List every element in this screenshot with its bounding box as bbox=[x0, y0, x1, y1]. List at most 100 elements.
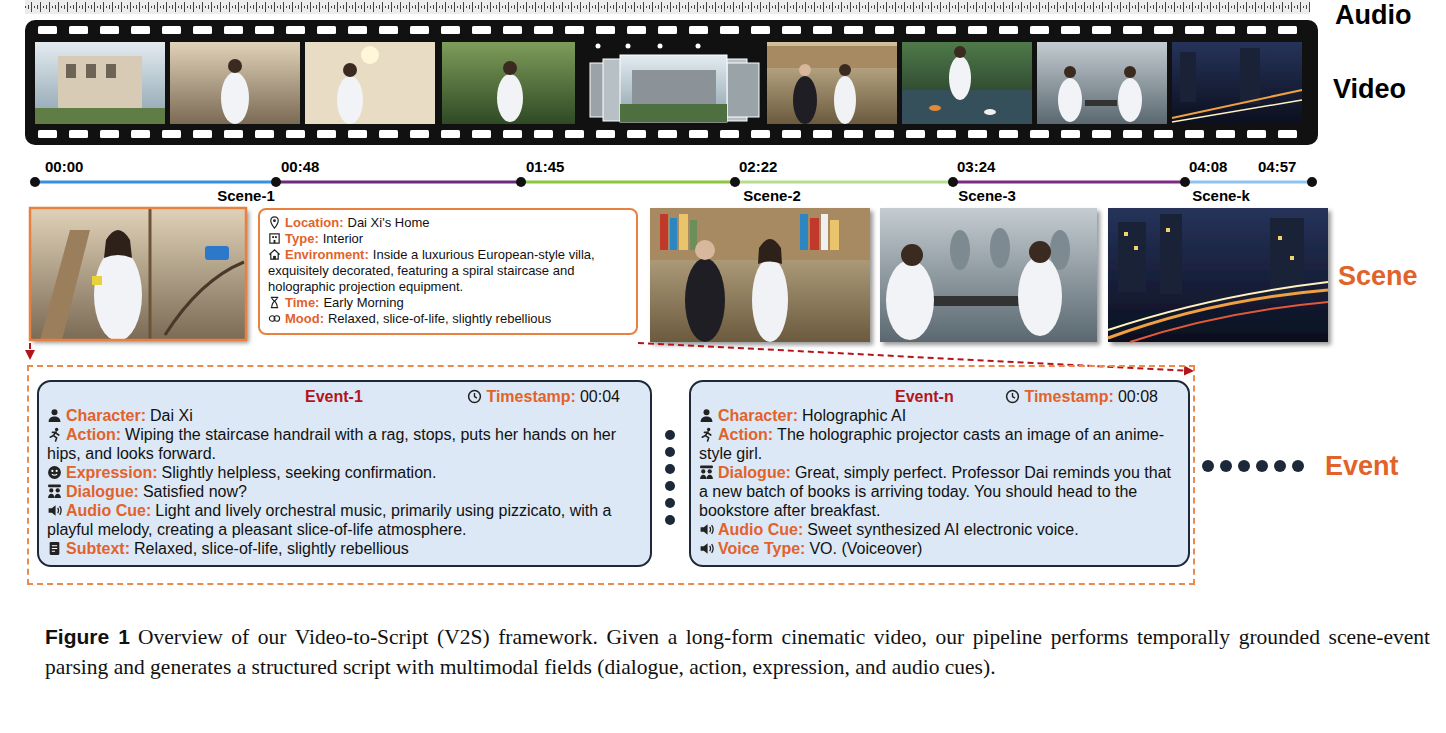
drawing-circle bbox=[665, 447, 675, 457]
drawing-rect bbox=[620, 104, 727, 122]
drawing-rect bbox=[620, 55, 727, 122]
drawing-circle bbox=[901, 244, 923, 266]
drawing-circle bbox=[516, 177, 526, 187]
icon-shape bbox=[49, 488, 53, 492]
text-label: 02:22 bbox=[739, 158, 777, 175]
drawing-circle bbox=[1064, 66, 1076, 78]
drawing-rect bbox=[1085, 100, 1117, 106]
icon-shape bbox=[50, 542, 60, 555]
drawing-rect bbox=[1278, 236, 1282, 240]
drawing-rect bbox=[86, 64, 96, 78]
drawing-ellipse bbox=[929, 105, 941, 111]
drawing-circle bbox=[665, 481, 675, 491]
drawing-rect bbox=[1270, 218, 1304, 294]
drawing-ellipse bbox=[1018, 256, 1062, 336]
drawing-rect bbox=[170, 42, 300, 124]
drawing-circle bbox=[665, 430, 675, 440]
drawing-rect bbox=[1108, 208, 1328, 342]
drawing-circle bbox=[1029, 241, 1051, 263]
field-icon bbox=[699, 408, 714, 423]
icon-shape bbox=[274, 240, 276, 243]
drawing-ellipse bbox=[1118, 78, 1142, 122]
drawing-ellipse bbox=[685, 258, 725, 342]
drawing-line bbox=[276, 181, 521, 184]
field-icon bbox=[268, 312, 281, 325]
icon-shape bbox=[1013, 393, 1015, 398]
field-value: Dai Xi's Home bbox=[348, 215, 430, 230]
drawing-circle bbox=[1180, 177, 1190, 187]
field-row: Action:The holographic projector casts a… bbox=[699, 425, 1178, 463]
drawing-rect bbox=[1290, 256, 1294, 260]
drawing-circle bbox=[954, 46, 966, 58]
drawing-ellipse bbox=[752, 258, 788, 342]
field-row: Audio Cue:Light and lively orchestral mu… bbox=[47, 501, 640, 539]
text-label: Audio bbox=[1335, 0, 1411, 31]
drawing-rect bbox=[880, 208, 1097, 342]
drawing-rect bbox=[930, 296, 1020, 306]
field-key: Action: bbox=[718, 426, 773, 443]
drawing-circle bbox=[1238, 460, 1250, 472]
pointer-arrow bbox=[29, 343, 31, 358]
drawing-rect bbox=[821, 214, 828, 250]
drawing-ellipse bbox=[984, 109, 996, 115]
drawing-circle bbox=[665, 498, 675, 508]
field-key: Audio Cue: bbox=[718, 521, 803, 538]
drawing-rect bbox=[767, 42, 897, 124]
icon-shape bbox=[707, 428, 710, 431]
drawing-circle bbox=[503, 61, 517, 75]
film-frames bbox=[35, 42, 1302, 124]
drawing-rect bbox=[1124, 232, 1128, 236]
field-icon bbox=[268, 296, 281, 309]
field-row: Mood:Relaxed, slice-of-life, slightly re… bbox=[268, 311, 628, 327]
drawing-rect bbox=[92, 276, 102, 285]
drawing-path bbox=[149, 208, 152, 340]
drawing-rect bbox=[1166, 228, 1170, 232]
drawing-ellipse bbox=[834, 76, 856, 124]
field-key: Expression: bbox=[66, 464, 158, 481]
drawing-rect bbox=[1134, 246, 1138, 250]
drawing-circle bbox=[30, 177, 40, 187]
drawing-rect bbox=[830, 220, 839, 250]
field-value: Early Morning bbox=[323, 295, 403, 310]
drawing-rect bbox=[1160, 214, 1182, 294]
field-row: Subtext:Relaxed, slice-of-life, slightly… bbox=[47, 539, 640, 558]
field-row: Action:Wiping the staircase handrail wit… bbox=[47, 425, 640, 463]
field-key: Time: bbox=[285, 295, 319, 310]
drawing-circle bbox=[730, 177, 740, 187]
icon-shape bbox=[55, 428, 58, 431]
drawing-circle bbox=[228, 59, 242, 73]
icon-shape bbox=[52, 474, 57, 475]
drawing-circle bbox=[361, 46, 379, 64]
icon-shape bbox=[701, 543, 708, 554]
icon-shape bbox=[49, 505, 56, 516]
text-label: 00:48 bbox=[281, 158, 319, 175]
drawing-rect bbox=[1180, 52, 1196, 102]
icon-shape bbox=[700, 466, 713, 469]
text-label: Scene-k bbox=[1192, 187, 1250, 204]
drawing-circle bbox=[1220, 460, 1232, 472]
sprocket-row bbox=[38, 129, 1308, 139]
film-strip bbox=[25, 20, 1318, 145]
drawing-rect bbox=[1118, 222, 1146, 292]
field-key: Timestamp: bbox=[1024, 387, 1114, 406]
drawing-circle bbox=[948, 177, 958, 187]
drawing-path bbox=[1108, 290, 1328, 338]
field-key: Audio Cue: bbox=[66, 502, 151, 519]
field-icon bbox=[467, 389, 482, 404]
drawing-rect bbox=[35, 42, 165, 124]
drawing-circle bbox=[626, 44, 631, 49]
field-icon bbox=[47, 484, 62, 499]
drawing-rect bbox=[1172, 42, 1302, 124]
drawing-circle bbox=[1292, 460, 1304, 472]
field-key: Dialogue: bbox=[718, 464, 791, 481]
field-key: Timestamp: bbox=[486, 387, 576, 406]
field-row: Voice Type:VO. (Voiceover) bbox=[699, 539, 1178, 558]
drawing-ellipse bbox=[497, 74, 523, 122]
drawing-path bbox=[758, 239, 782, 264]
icon-shape bbox=[56, 488, 60, 492]
field-value: Wiping the staircase handrail with a rag… bbox=[47, 426, 616, 462]
drawing-ellipse bbox=[793, 76, 817, 124]
drawing-rect bbox=[727, 63, 759, 117]
caption-text: Overview of our Video-to-Script (V2S) fr… bbox=[45, 625, 1430, 679]
